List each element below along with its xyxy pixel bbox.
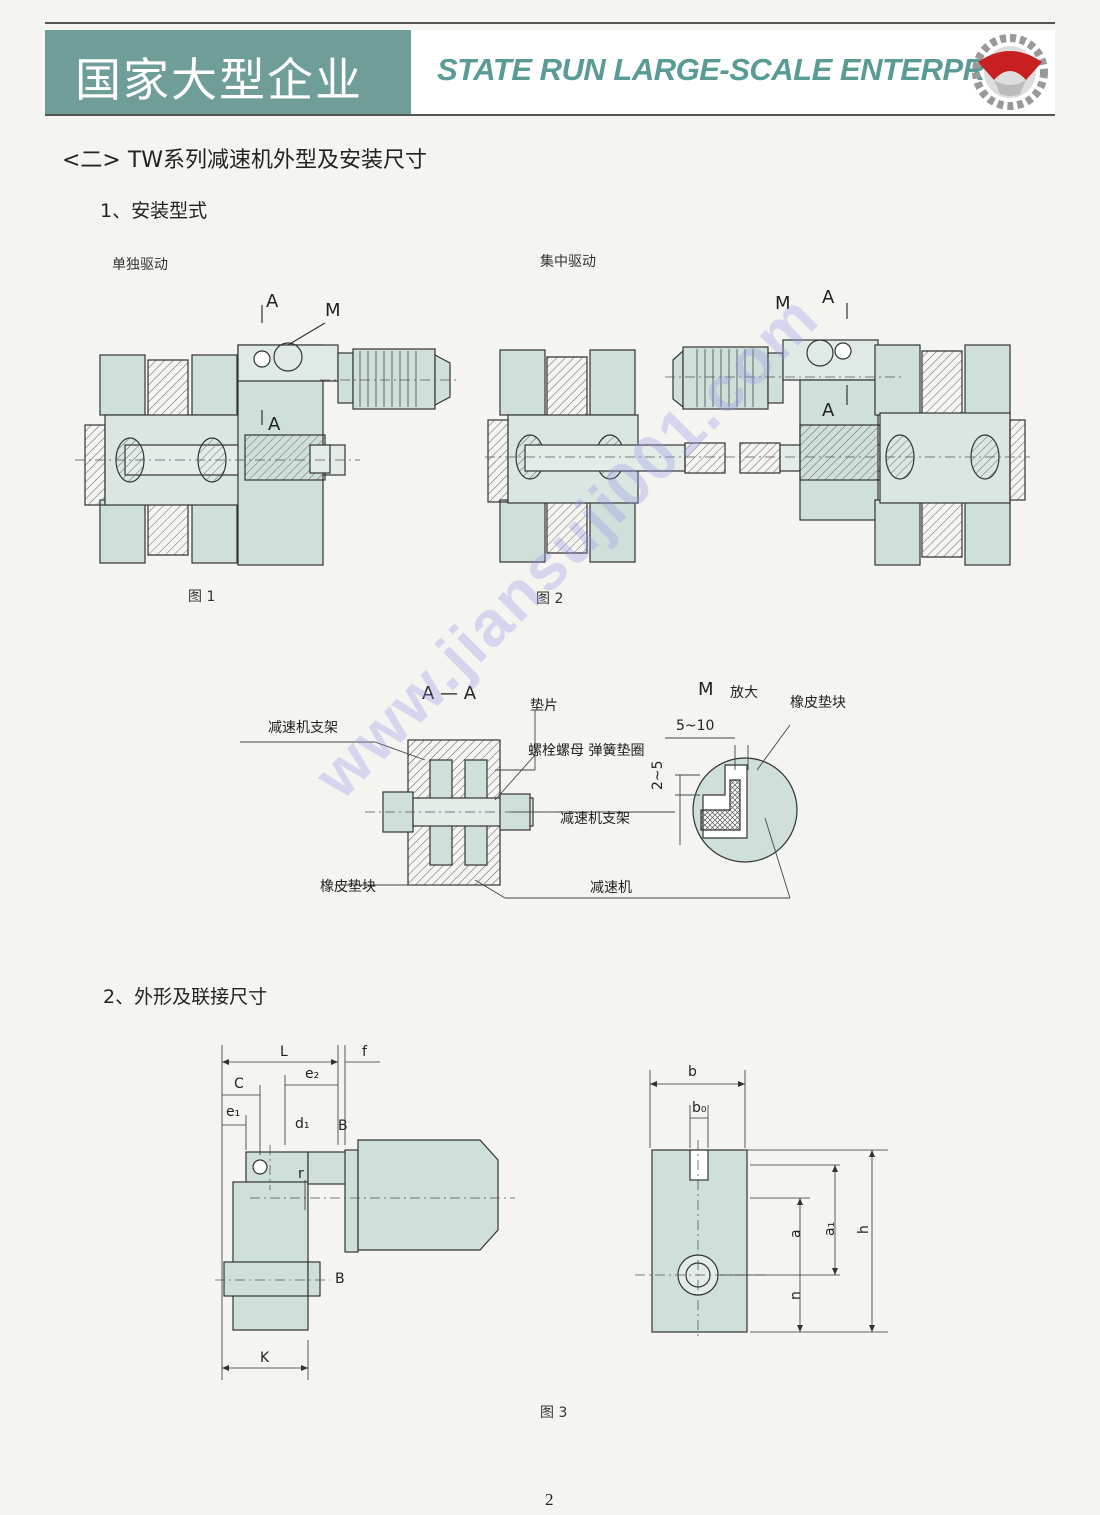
- fig2-mark-a-bottom: A: [822, 400, 835, 421]
- section-aa-title: A — A: [422, 683, 477, 704]
- dim-b-bottom: B: [335, 1271, 345, 1287]
- dim-a1: a₁: [822, 1221, 838, 1236]
- dim-r: r: [298, 1166, 304, 1182]
- section-title: <二> TW系列减速机外型及安装尺寸: [62, 148, 428, 173]
- label-shim: 垫片: [530, 698, 558, 714]
- dim-a: a: [788, 1229, 804, 1238]
- dim-b-top: B: [338, 1118, 348, 1134]
- dim-l: L: [280, 1044, 288, 1060]
- subsection-install-title: 1、安装型式: [100, 200, 208, 222]
- fig1-mark-m: M: [325, 300, 341, 321]
- dim-e1: e₁: [226, 1104, 241, 1120]
- section-aa-drawing: [240, 710, 798, 899]
- fig2-label: 集中驱动: [540, 254, 596, 270]
- label-bolt-nut: 螺栓螺母 弹簧垫圈: [528, 743, 645, 759]
- gear-wing-logo-icon: [972, 34, 1048, 110]
- label-bracket-left: 减速机支架: [268, 720, 338, 736]
- subsection-dims-title: 2、外形及联接尺寸: [103, 986, 268, 1008]
- dim-h: h: [856, 1225, 872, 1234]
- fig1-caption: 图 1: [188, 589, 216, 605]
- detail-m-rubber: 橡皮垫块: [790, 695, 846, 711]
- label-reducer: 减速机: [590, 880, 632, 896]
- dim-k: K: [260, 1350, 270, 1366]
- dim-c: C: [234, 1076, 244, 1092]
- detail-m-title: M: [698, 679, 714, 700]
- dim-f: f: [362, 1044, 367, 1060]
- detail-m-depth: 2~5: [650, 760, 666, 790]
- label-bracket-right: 减速机支架: [560, 811, 630, 827]
- page-number: 2: [545, 1490, 554, 1509]
- fig1-mark-a-bottom: A: [268, 414, 281, 435]
- fig2-caption: 图 2: [536, 591, 564, 607]
- fig3-drawing: [215, 1045, 888, 1380]
- header-cn-banner: 国家大型企业: [45, 30, 411, 114]
- detail-m-enlarge: 放大: [730, 685, 758, 701]
- fig3-caption: 图 3: [540, 1405, 568, 1421]
- fig1-label: 单独驱动: [112, 257, 168, 273]
- fig1-mark-a-top: A: [266, 291, 279, 312]
- dim-b0: b₀: [692, 1100, 707, 1116]
- dim-n: n: [788, 1291, 804, 1300]
- dim-e2: e₂: [305, 1066, 320, 1082]
- label-rubber-left: 橡皮垫块: [320, 879, 376, 895]
- header-title-en: STATE RUN LARGE-SCALE ENTERPRISE: [437, 52, 1034, 87]
- dim-b: b: [688, 1064, 697, 1080]
- fig1-drawing: [75, 305, 460, 566]
- header-bottom-rule: [45, 114, 1055, 116]
- header-en-banner: STATE RUN LARGE-SCALE ENTERPRISE: [411, 30, 1055, 114]
- header-title-cn: 国家大型企业: [75, 53, 363, 107]
- detail-m-gap: 5~10: [676, 718, 715, 734]
- fig2-mark-a-top: A: [822, 287, 835, 308]
- fig2-mark-m: M: [775, 293, 791, 314]
- dim-d1: d₁: [295, 1116, 310, 1132]
- header-top-rule: [45, 22, 1055, 24]
- fig2-drawing: [485, 303, 1030, 566]
